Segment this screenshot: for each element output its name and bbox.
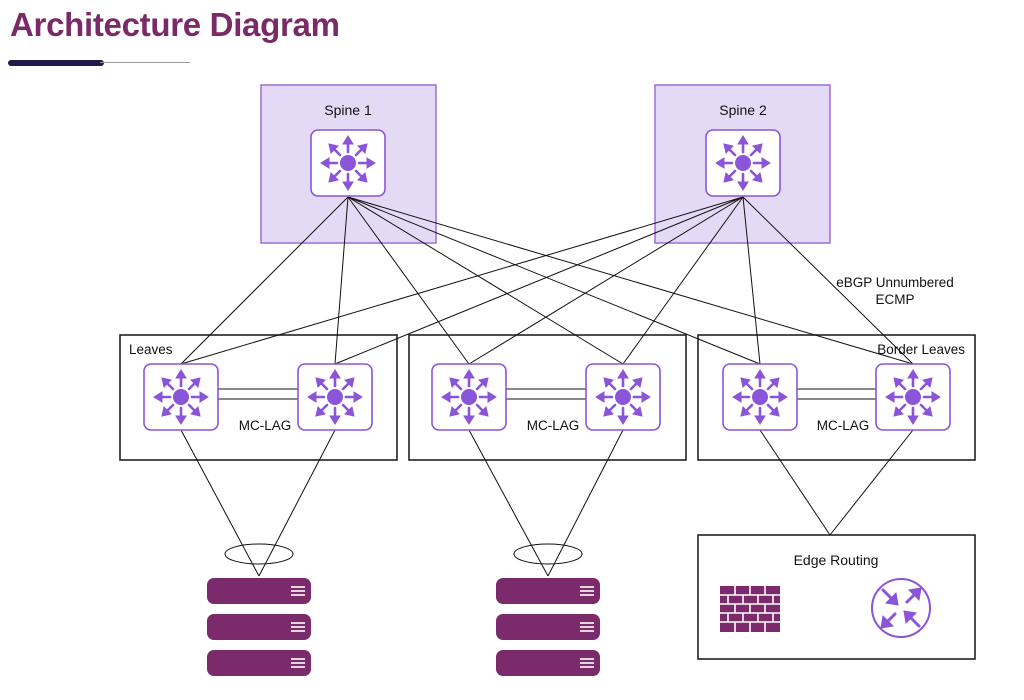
- lag-ellipse: [224, 543, 294, 565]
- server-icon: [495, 577, 601, 605]
- spine-1-switch-icon: [311, 130, 385, 196]
- leaf-2a-switch-icon: [432, 364, 506, 430]
- router-icon: [871, 578, 931, 638]
- spine-1-label: Spine 1: [324, 102, 372, 118]
- leaf-group-1-box: [119, 334, 398, 461]
- link: [622, 196, 744, 365]
- edge-routing-label: Edge Routing: [794, 552, 879, 568]
- lag-ellipse: [513, 543, 583, 565]
- leaf-1b-switch-icon: [298, 364, 372, 430]
- spine-2-switch-icon: [706, 130, 780, 196]
- firewall-icon: [720, 586, 780, 632]
- link: [180, 196, 744, 365]
- server-icon: [206, 649, 312, 677]
- annotation-line-2: ECMP: [875, 292, 914, 307]
- annotation-line-1: eBGP Unnumbered: [836, 275, 954, 290]
- link: [334, 196, 349, 365]
- link: [742, 196, 914, 365]
- leaf-2b-switch-icon: [586, 364, 660, 430]
- leaf-1a-switch-icon: [144, 364, 218, 430]
- link: [468, 196, 744, 365]
- link: [347, 196, 761, 365]
- border-leaf-group-box: [697, 334, 976, 461]
- link: [347, 196, 624, 365]
- link: [347, 196, 914, 365]
- server-stack-2: [495, 577, 601, 677]
- mclag-label-3: MC-LAG: [817, 418, 870, 433]
- link: [759, 429, 831, 536]
- page-title: Architecture Diagram: [10, 6, 340, 43]
- border-leaf-a-switch-icon: [723, 364, 797, 430]
- server-icon: [495, 613, 601, 641]
- link: [180, 196, 349, 365]
- fabric-links: [180, 196, 914, 577]
- title-rule: [100, 62, 190, 63]
- mclag-label-1: MC-LAG: [239, 418, 292, 433]
- link: [334, 196, 744, 365]
- border-leaf-b-switch-icon: [876, 364, 950, 430]
- border-leaves-label: Border Leaves: [877, 342, 965, 357]
- link: [547, 429, 624, 577]
- leaf-group-2-box: [408, 334, 687, 461]
- link: [180, 429, 260, 577]
- spine-2-label: Spine 2: [719, 102, 767, 118]
- edge-routing-box: [697, 534, 976, 660]
- link: [258, 429, 336, 577]
- server-icon: [495, 649, 601, 677]
- server-icon: [206, 613, 312, 641]
- link: [829, 429, 914, 536]
- server-icon: [206, 577, 312, 605]
- link: [347, 196, 470, 365]
- mclag-label-2: MC-LAG: [527, 418, 580, 433]
- link: [742, 196, 761, 365]
- server-stack-1: [206, 577, 312, 677]
- leaves-label: Leaves: [129, 342, 173, 357]
- link: [468, 429, 549, 577]
- title-underline: [8, 60, 104, 66]
